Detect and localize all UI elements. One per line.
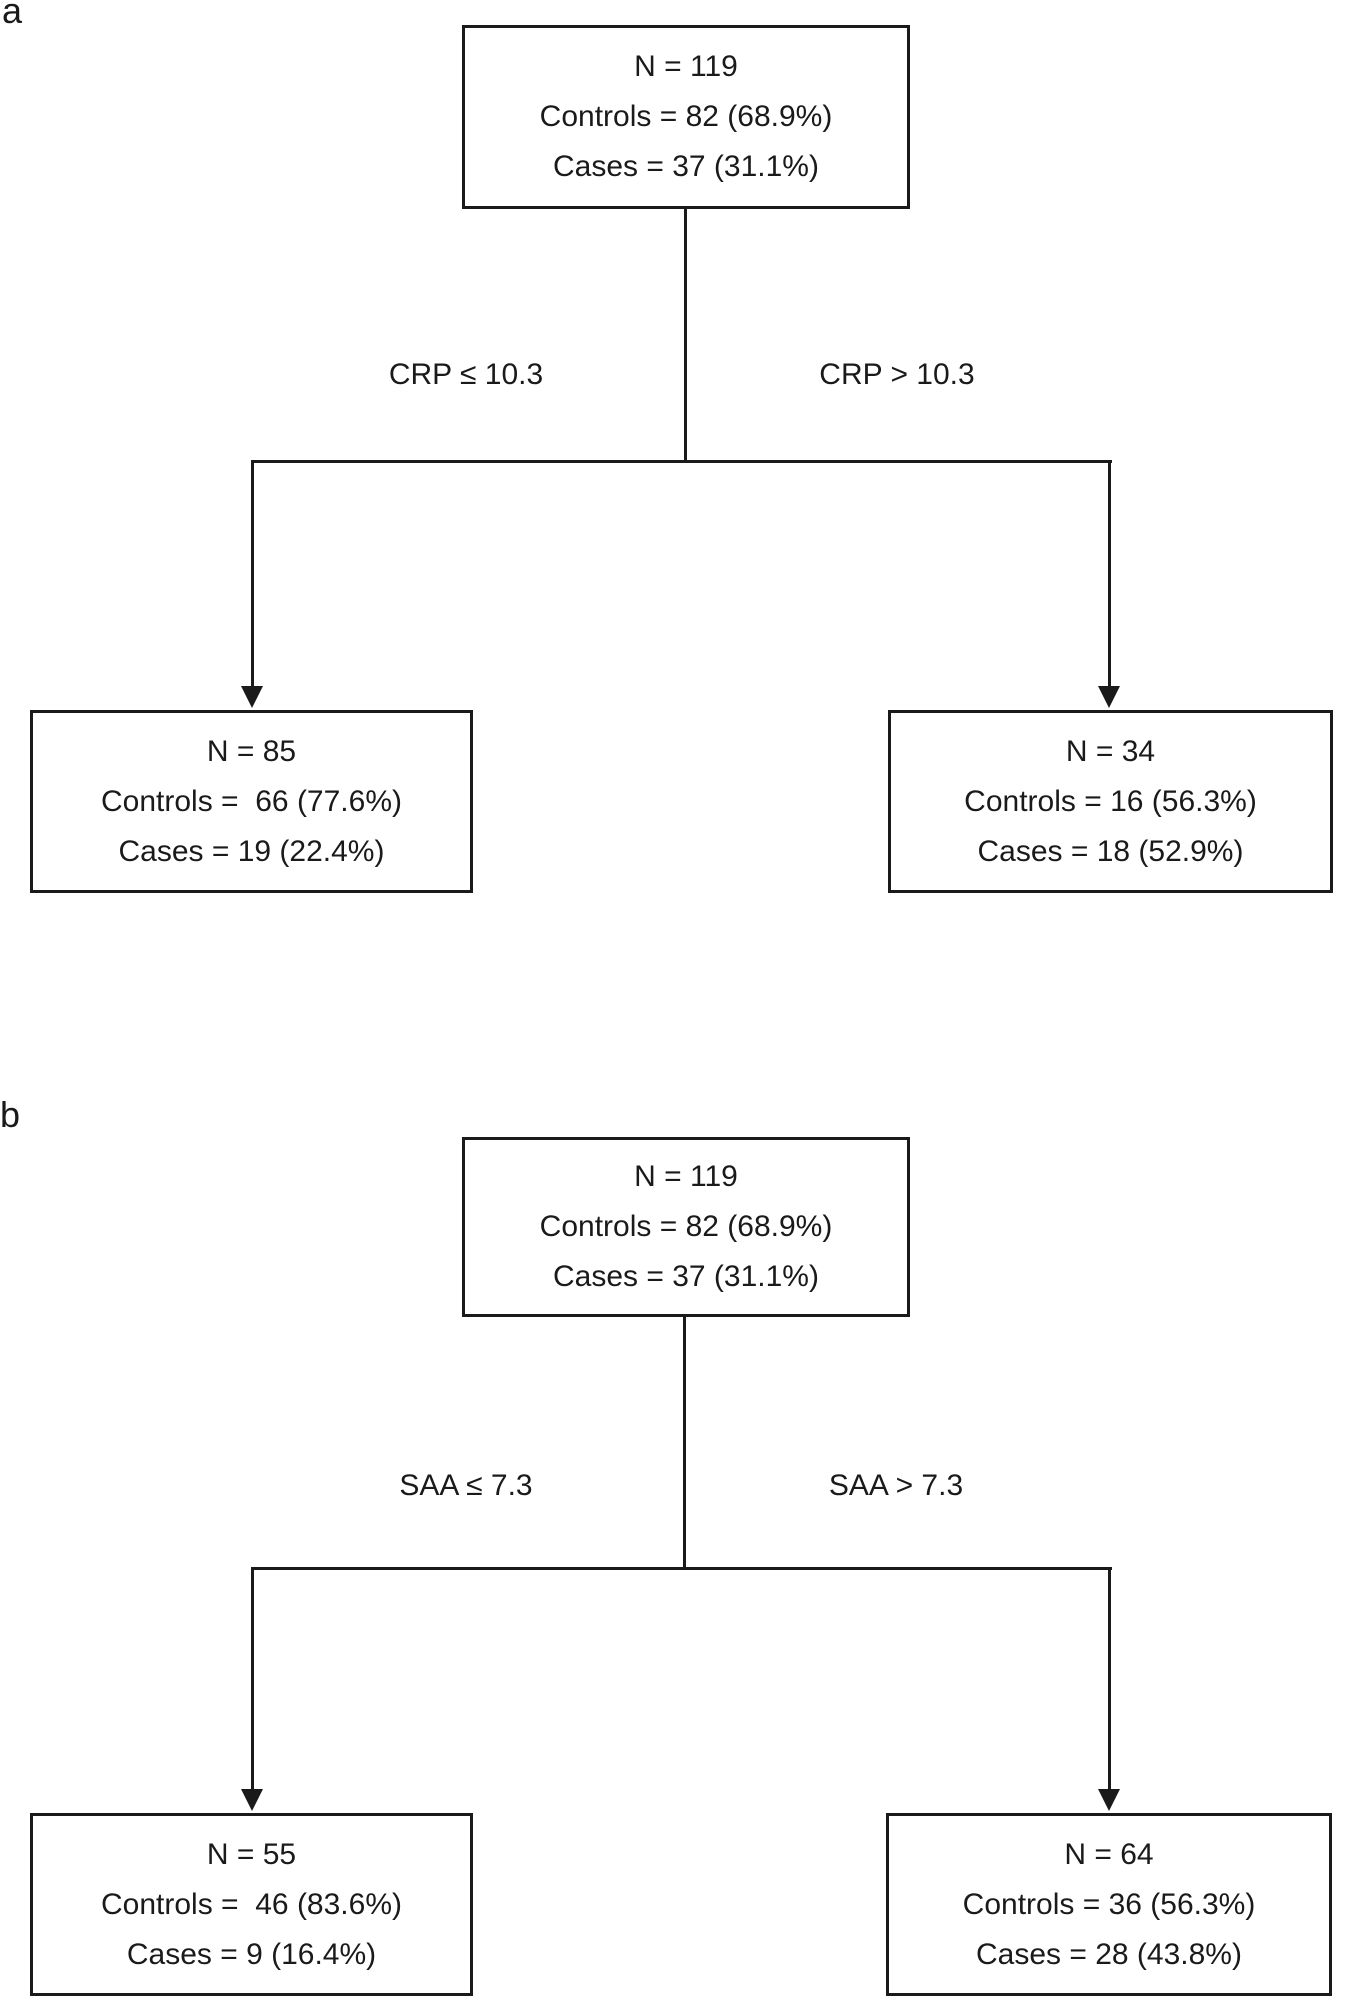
root-node-box-b: N = 119 Controls = 82 (68.9%) Cases = 37…	[462, 1137, 910, 1317]
panel-label-b: b	[0, 1094, 21, 1135]
right-node-box-b: N = 64 Controls = 36 (56.3%) Cases = 28 …	[886, 1813, 1332, 1996]
branch-condition-label-left-b: SAA ≤ 7.3	[399, 1469, 533, 1502]
connector-split-bar-a	[251, 460, 1112, 463]
connector-right-drop-b	[1108, 1567, 1111, 1791]
arrow-down-head-icon	[1098, 1789, 1120, 1811]
node-text-line: Controls = 16 (56.3%)	[964, 784, 1257, 818]
node-text-line: Controls = 36 (56.3%)	[962, 1887, 1256, 1921]
node-text-line: Controls = 82 (68.9%)	[539, 100, 833, 133]
connector-split-bar-b	[251, 1567, 1112, 1570]
right-node-box-a: N = 34 Controls = 16 (56.3%) Cases = 18 …	[888, 710, 1333, 893]
node-text-line: N = 34	[1065, 734, 1156, 768]
node-text-line: Controls = 82 (68.9%)	[539, 1210, 833, 1243]
root-node-box-a: N = 119 Controls = 82 (68.9%) Cases = 37…	[462, 25, 910, 209]
node-text-line: Cases = 9 (16.4%)	[126, 1937, 377, 1971]
left-node-box-a: N = 85 Controls = 66 (77.6%) Cases = 19 …	[30, 710, 473, 893]
node-text-line: N = 119	[634, 50, 738, 83]
node-text-line: Cases = 37 (31.1%)	[553, 150, 819, 183]
node-text-line: Controls = 66 (77.6%)	[101, 784, 402, 818]
arrow-down-head-icon	[1098, 686, 1120, 708]
node-text-line: N = 119	[634, 1160, 738, 1193]
branch-condition-label-right-a: CRP > 10.3	[819, 358, 975, 391]
branch-condition-label-right-b: SAA > 7.3	[828, 1469, 964, 1502]
connector-right-drop-a	[1108, 460, 1111, 688]
connector-left-drop-a	[251, 460, 254, 688]
node-text-line: Cases = 28 (43.8%)	[976, 1937, 1242, 1971]
left-node-box-b: N = 55 Controls = 46 (83.6%) Cases = 9 (…	[30, 1813, 473, 1996]
node-text-line: Controls = 46 (83.6%)	[101, 1887, 402, 1921]
node-text-line: N = 55	[206, 1837, 297, 1871]
branch-condition-label-left-a: CRP ≤ 10.3	[388, 358, 544, 391]
arrow-down-head-icon	[241, 1789, 263, 1811]
connector-left-drop-b	[251, 1567, 254, 1791]
panel-label-a: a	[2, 0, 23, 31]
node-text-line: N = 85	[206, 734, 297, 768]
node-text-line: Cases = 37 (31.1%)	[553, 1260, 819, 1293]
node-text-line: Cases = 18 (52.9%)	[977, 834, 1244, 868]
node-text-line: Cases = 19 (22.4%)	[118, 834, 385, 868]
connector-root-stem-b	[683, 1317, 686, 1567]
arrow-down-head-icon	[241, 686, 263, 708]
node-text-line: N = 64	[1064, 1837, 1154, 1871]
connector-root-stem-a	[684, 209, 687, 460]
